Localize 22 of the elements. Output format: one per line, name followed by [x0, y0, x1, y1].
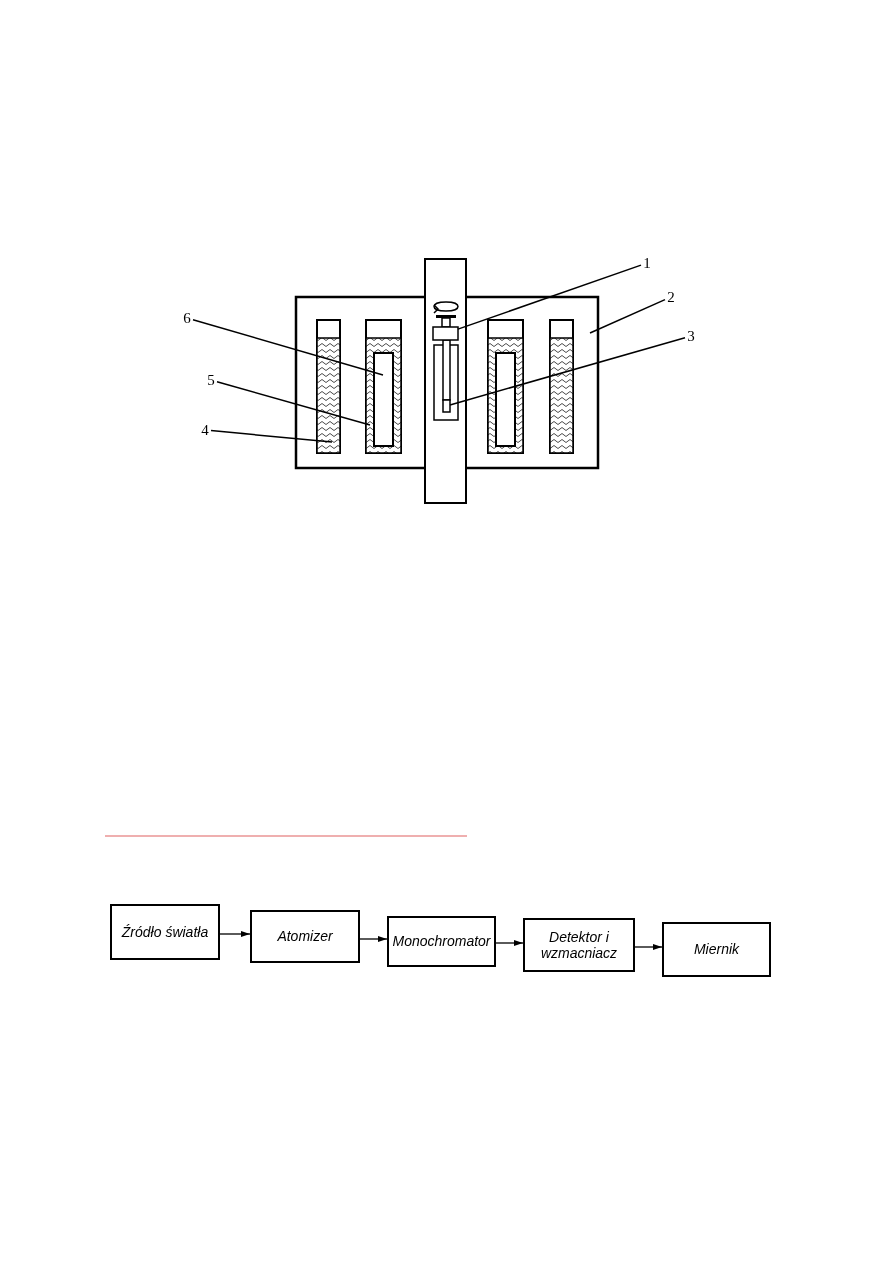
callout-number: 4 — [199, 421, 211, 439]
arrow — [495, 940, 524, 946]
sample-cell — [442, 399, 451, 413]
process-box: Miernik — [662, 922, 771, 977]
plunger-block — [432, 326, 459, 341]
leader-line — [457, 264, 642, 330]
leader-line — [192, 319, 384, 376]
arrow — [359, 936, 388, 942]
callout-number: 5 — [205, 371, 217, 389]
process-box: Źródło światła — [110, 904, 220, 960]
leader-line — [589, 298, 666, 334]
process-box: Monochromator — [387, 916, 496, 967]
arrow — [219, 931, 251, 937]
callout-number: 3 — [685, 327, 697, 345]
arrow — [634, 944, 663, 950]
leader-line — [216, 380, 371, 426]
leader-line — [210, 429, 333, 443]
callout-number: 2 — [665, 288, 677, 306]
callout-number: 6 — [181, 309, 193, 327]
process-box: Atomizer — [250, 910, 360, 963]
process-box: Detektor i wzmacniacz — [523, 918, 635, 972]
callout-number: 1 — [641, 254, 653, 272]
